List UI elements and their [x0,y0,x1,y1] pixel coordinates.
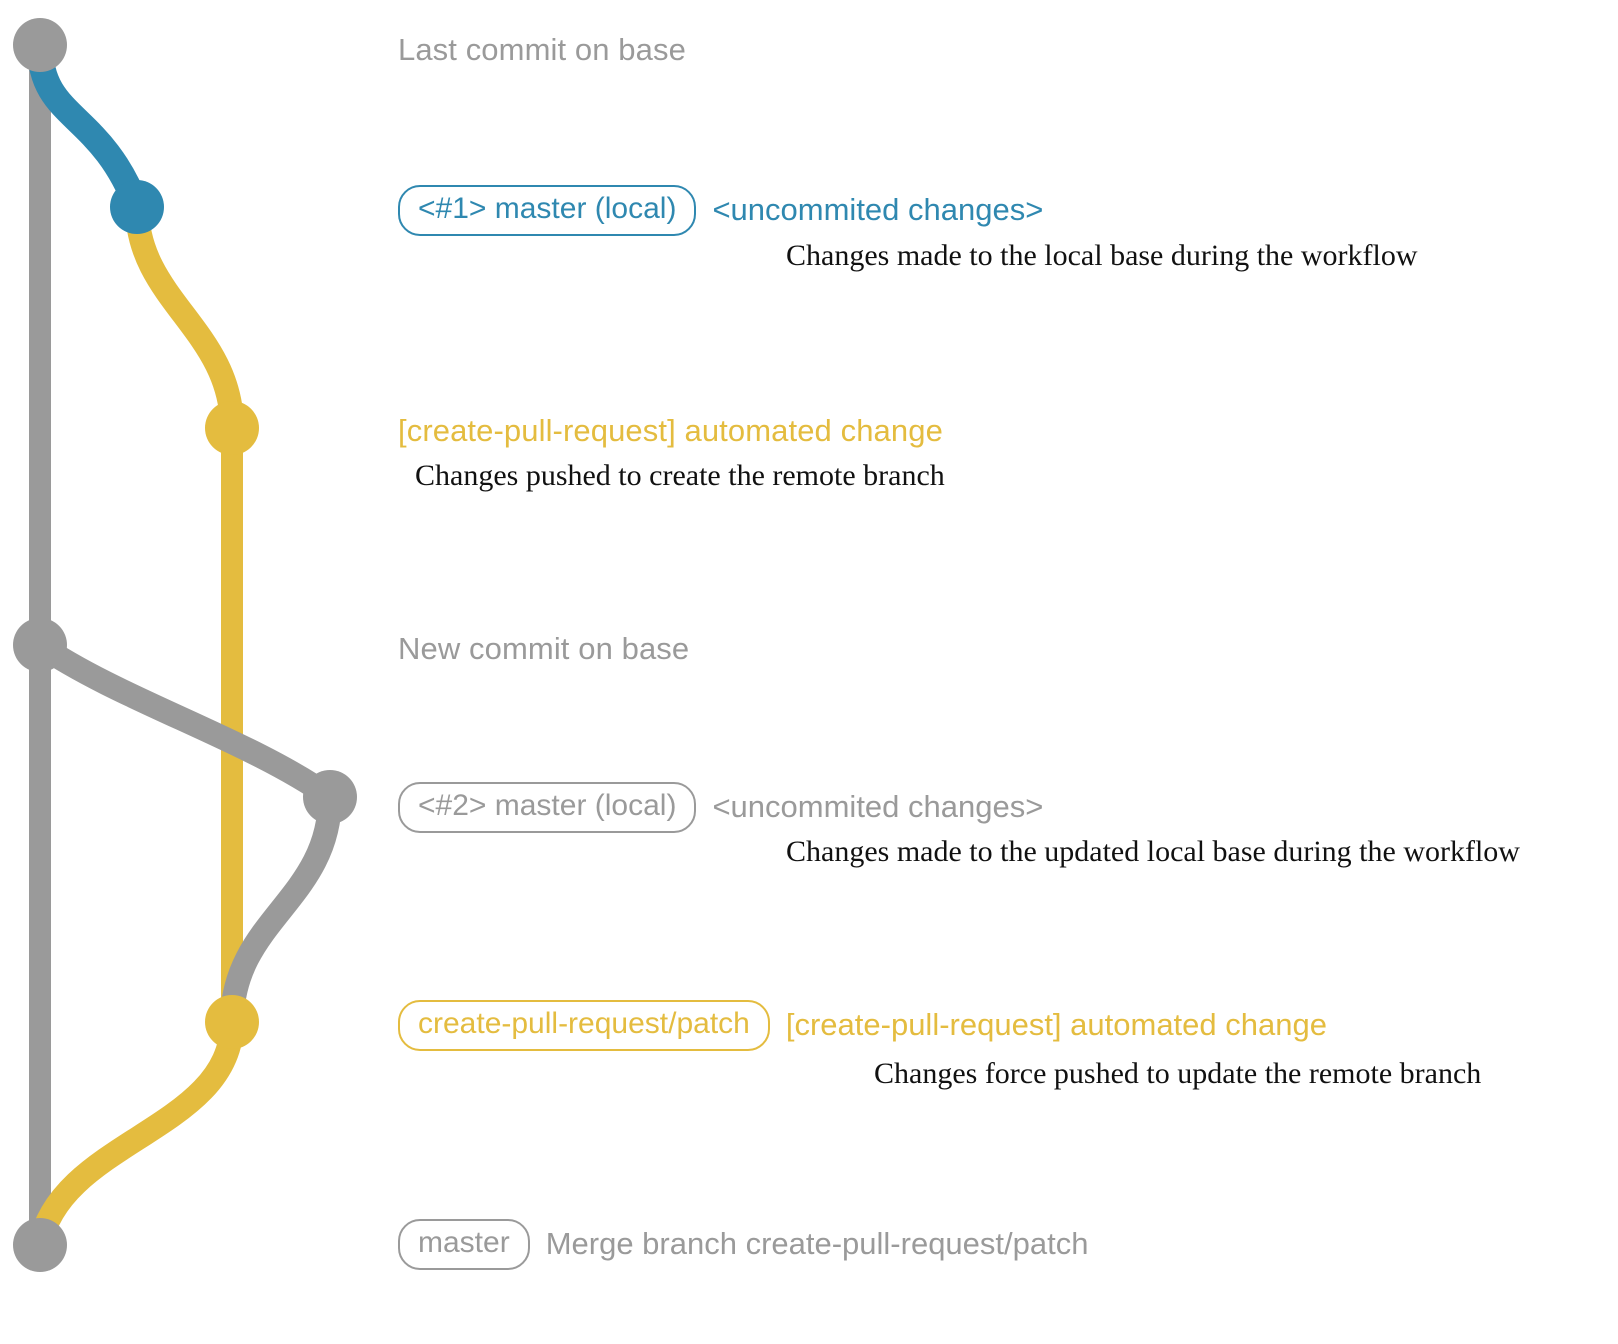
commit-node-base-new[interactable] [13,618,67,672]
commit-message-master-local-1: <uncommited changes> [712,192,1044,228]
commit-message-automated-change-1: [create-pull-request] automated change [398,413,943,448]
branch-chip-create-pull-request-patch[interactable]: create-pull-request/patch [398,1000,770,1051]
commit-message-master-local-2: <uncommited changes> [712,789,1044,825]
description-master-local-1: Changes made to the local base during th… [786,239,1418,272]
graph-row-master-local-1: <#1> master (local) <uncommited changes> [398,185,1043,236]
commit-node-local-2[interactable] [303,770,357,824]
graph-row-master-local-2: <#2> master (local) <uncommited changes> [398,782,1043,833]
branch-chip-master-local-1[interactable]: <#1> master (local) [398,185,697,236]
commit-node-base-top[interactable] [13,18,67,72]
lane-patch-branch-1 [125,195,244,440]
description-master-local-2: Changes made to the updated local base d… [786,835,1520,868]
graph-row-last-commit-on-base: Last commit on base [398,32,686,68]
description-automated-change-2: Changes force pushed to update the remot… [874,1057,1482,1090]
lane-patch-to-merge [28,1010,244,1257]
description-automated-change-1: Changes pushed to create the remote bran… [415,459,945,492]
branch-chip-master[interactable]: master [398,1219,530,1270]
commit-node-patch-1[interactable] [205,401,259,455]
commit-node-local-1[interactable] [110,180,164,234]
lane-local-branch [27,32,150,220]
commit-message-last-commit-on-base: Last commit on base [398,32,686,67]
commit-message-automated-change-2: [create-pull-request] automated change [785,1007,1327,1043]
commit-node-merge[interactable] [13,1218,67,1272]
branch-chip-master-local-2[interactable]: <#2> master (local) [398,782,697,833]
lane-local-2-to-patch-2 [220,785,342,1034]
lane-base-to-local-2 [28,633,342,809]
commit-message-new-commit-on-base: New commit on base [398,631,690,666]
commit-node-patch-2[interactable] [205,995,259,1049]
graph-row-new-commit-on-base: New commit on base [398,631,689,667]
commit-message-merge: Merge branch create-pull-request/patch [545,1226,1089,1262]
graph-row-automated-change-1: [create-pull-request] automated change [398,413,943,449]
graph-row-automated-change-2: create-pull-request/patch [create-pull-r… [398,1000,1327,1051]
graph-row-merge-commit: master Merge branch create-pull-request/… [398,1219,1088,1270]
